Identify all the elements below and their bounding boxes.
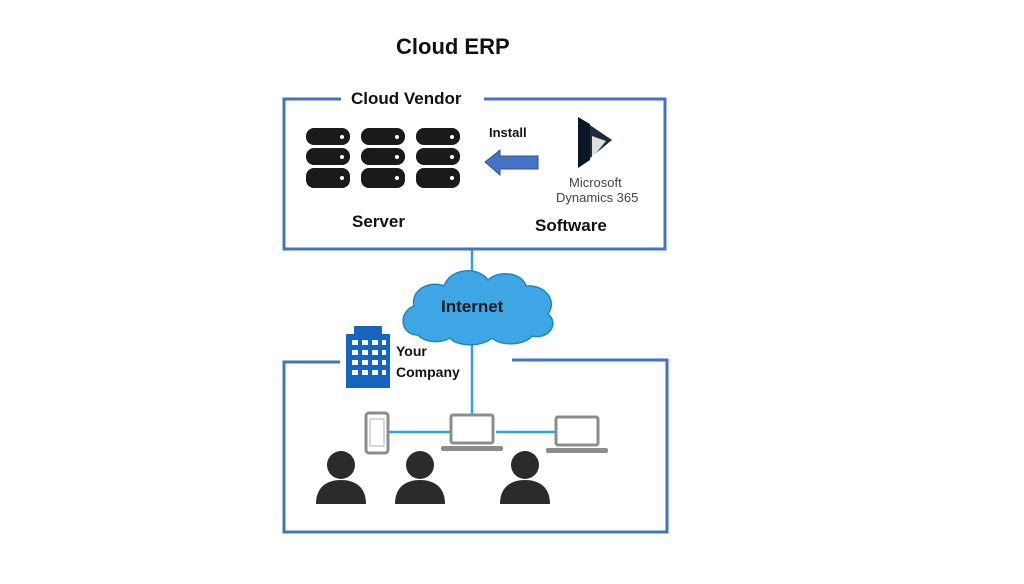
user-icon: [500, 451, 550, 504]
company-label-line2: Company: [396, 364, 460, 380]
logo-text-microsoft: Microsoft: [569, 175, 622, 190]
logo-text-dynamics: Dynamics 365: [556, 190, 639, 205]
company-label-line1: Your: [396, 343, 427, 359]
smartphone-icon: [364, 411, 390, 455]
server-group: [306, 128, 460, 188]
laptop-icon: [441, 413, 503, 451]
arrow-left-icon: [484, 148, 539, 177]
database-server-icon: [416, 128, 460, 188]
server-label: Server: [352, 212, 405, 231]
office-building-icon: [346, 326, 390, 388]
company-box: [282, 358, 669, 534]
cloud-vendor-box: [282, 97, 667, 251]
database-server-icon: [306, 128, 350, 188]
software-label: Software: [535, 216, 607, 235]
cloud-vendor-label: Cloud Vendor: [346, 89, 467, 109]
user-icon: [316, 451, 366, 504]
install-label: Install: [489, 125, 527, 140]
laptop-icon: [546, 415, 608, 453]
user-icon: [395, 451, 445, 504]
database-server-icon: [361, 128, 405, 188]
diagram-title: Cloud ERP: [396, 34, 510, 59]
microsoft-dynamics-logo: [578, 117, 612, 168]
internet-label: Internet: [441, 297, 504, 316]
cloud-icon: [402, 270, 554, 346]
